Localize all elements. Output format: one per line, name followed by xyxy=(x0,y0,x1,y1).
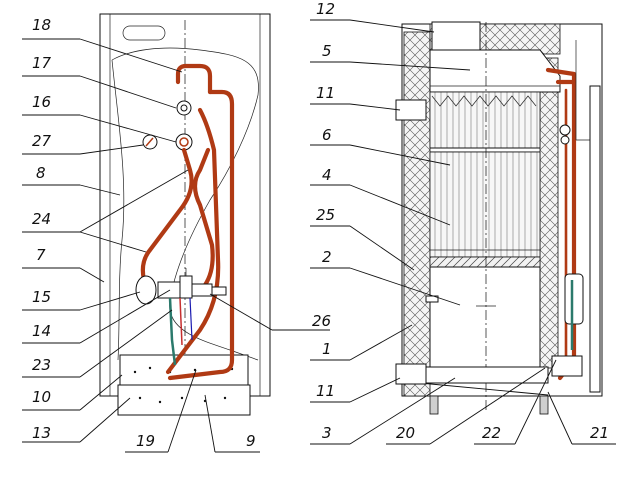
label-12: 12 xyxy=(316,0,335,18)
left-labels: 18 17 16 27 8 24 7 15 14 23 10 13 19 9 2… xyxy=(32,16,331,450)
label-6: 6 xyxy=(322,126,332,144)
right-valves xyxy=(551,40,601,393)
label-15: 15 xyxy=(32,288,51,306)
label-11-top: 11 xyxy=(316,84,335,102)
label-20: 20 xyxy=(396,424,415,442)
label-25: 25 xyxy=(316,206,335,224)
label-18: 18 xyxy=(32,16,51,34)
left-front-view xyxy=(99,13,271,416)
label-10: 10 xyxy=(32,388,51,406)
pressure-gauge-16 xyxy=(176,100,192,116)
label-7: 7 xyxy=(36,246,46,264)
label-4: 4 xyxy=(322,166,332,184)
label-2: 2 xyxy=(322,248,332,266)
right-labels: 12 5 11 6 4 25 2 1 11 3 20 22 21 xyxy=(316,0,609,442)
label-9: 9 xyxy=(246,432,256,450)
label-24: 24 xyxy=(32,210,51,228)
label-16: 16 xyxy=(32,93,51,111)
label-22: 22 xyxy=(482,424,501,442)
label-5: 5 xyxy=(322,42,332,60)
label-3: 3 xyxy=(322,424,332,442)
thermometer-17 xyxy=(175,133,193,151)
label-19: 19 xyxy=(136,432,155,450)
right-leaders xyxy=(310,19,616,445)
label-23: 23 xyxy=(32,356,51,374)
label-1: 1 xyxy=(322,340,332,358)
label-21: 21 xyxy=(590,424,609,442)
label-11-bottom: 11 xyxy=(316,382,335,400)
left-leaders xyxy=(22,38,330,453)
label-27: 27 xyxy=(32,132,52,150)
label-14: 14 xyxy=(32,322,51,340)
label-13: 13 xyxy=(32,424,51,442)
label-26: 26 xyxy=(312,312,331,330)
gauge-27 xyxy=(142,134,158,150)
label-8: 8 xyxy=(36,164,46,182)
water-pipes-left xyxy=(140,63,235,381)
right-section-view xyxy=(395,21,603,415)
heat-exchanger-fins xyxy=(431,95,537,107)
label-17: 17 xyxy=(32,54,52,72)
